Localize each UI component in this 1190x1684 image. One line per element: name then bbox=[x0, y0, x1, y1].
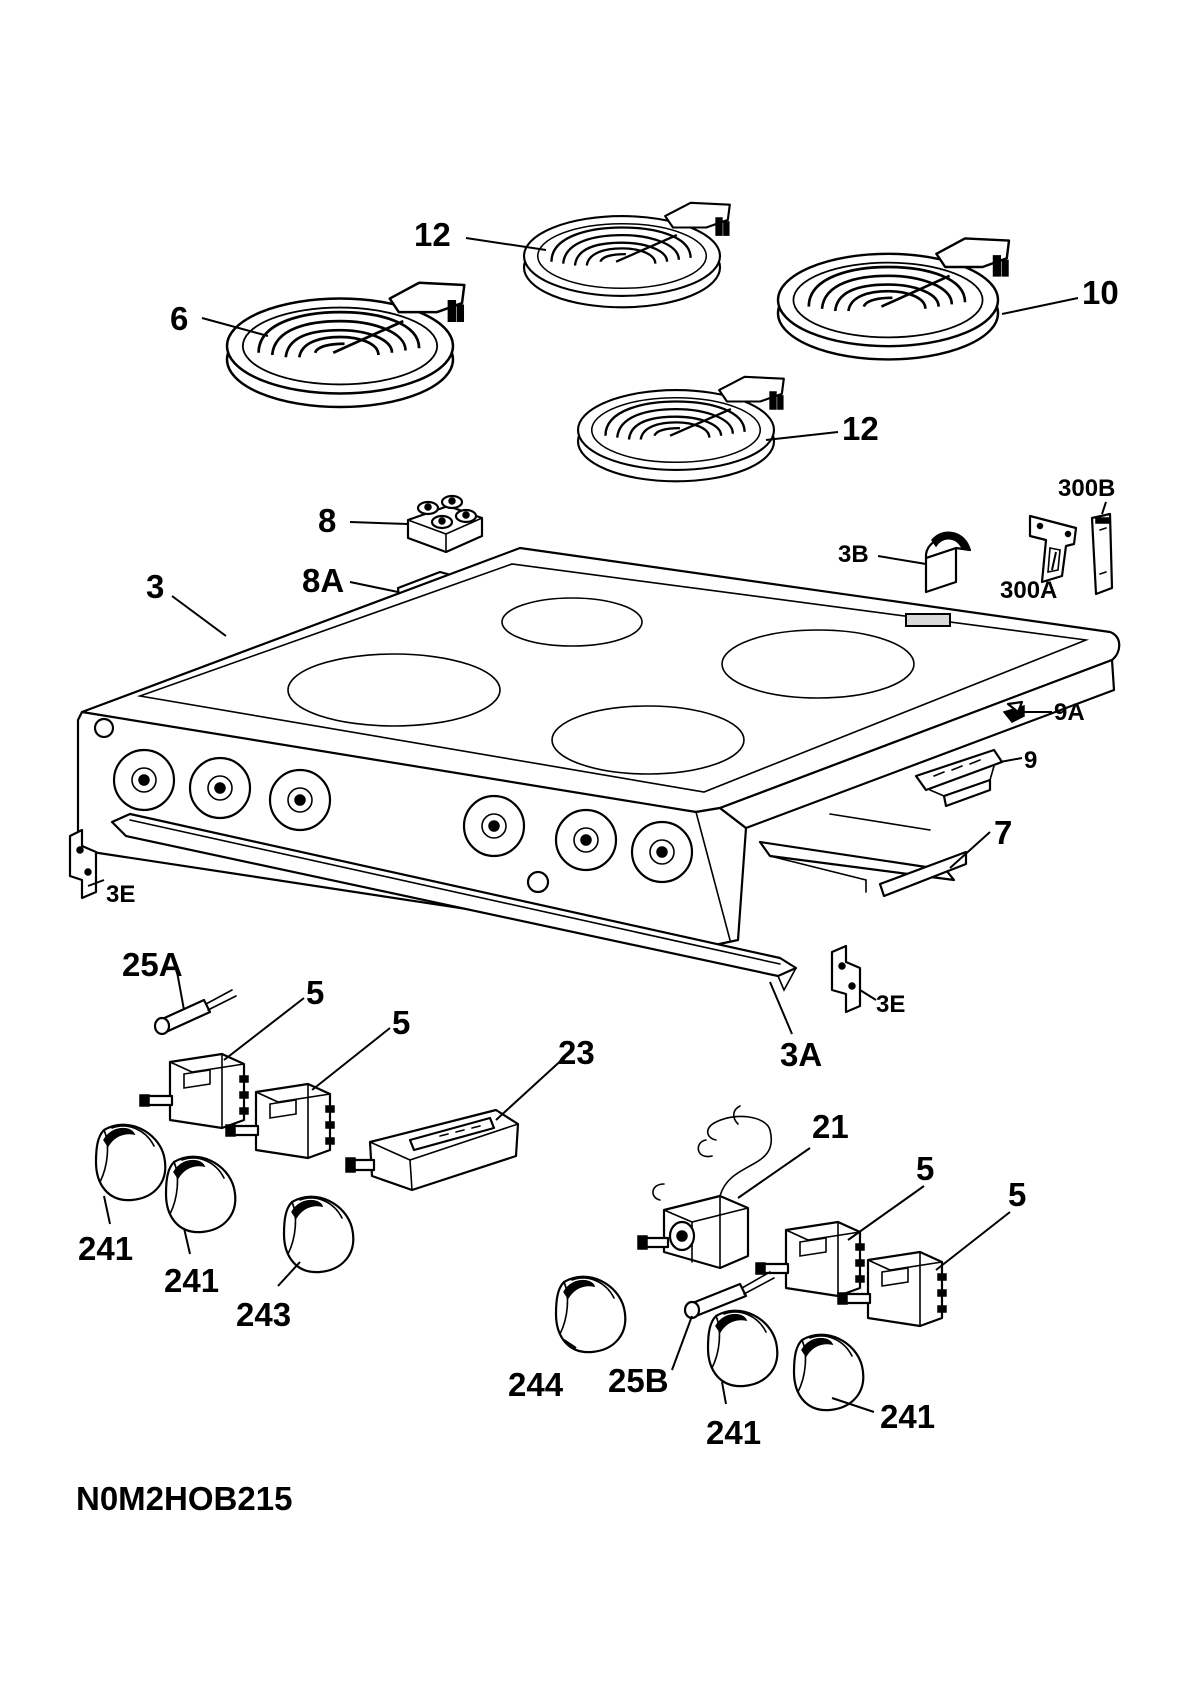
label-9: 9 bbox=[1024, 747, 1037, 774]
clip-9A bbox=[1002, 700, 1025, 723]
label-243: 243 bbox=[236, 1296, 291, 1333]
label-12-right: 12 bbox=[842, 410, 879, 447]
label-244: 244 bbox=[508, 1366, 564, 1403]
label-241-c: 241 bbox=[706, 1414, 761, 1451]
bracket-300A bbox=[1028, 514, 1078, 584]
bracket-9 bbox=[914, 748, 1004, 808]
label-23: 23 bbox=[558, 1034, 595, 1071]
knob-241-c bbox=[706, 1309, 779, 1388]
switch-5-a bbox=[138, 1052, 250, 1130]
small-burner-12-bottom bbox=[576, 375, 785, 483]
knob-241-b bbox=[164, 1155, 237, 1234]
leader-lines bbox=[87, 237, 1107, 1413]
plate-300B bbox=[1090, 512, 1114, 596]
label-3A: 3A bbox=[780, 1036, 822, 1073]
thermostat-23 bbox=[345, 1108, 520, 1192]
label-3B: 3B bbox=[838, 541, 869, 568]
knob-241-a bbox=[94, 1123, 167, 1202]
label-3: 3 bbox=[146, 568, 164, 605]
label-300B: 300B bbox=[1058, 475, 1115, 502]
label-5-a: 5 bbox=[306, 974, 324, 1011]
label-6: 6 bbox=[170, 300, 188, 337]
lamp-holder-3B bbox=[924, 531, 972, 594]
label-5-c: 5 bbox=[916, 1150, 934, 1187]
label-7: 7 bbox=[994, 814, 1012, 851]
indicator-lamp-25A bbox=[153, 989, 237, 1036]
label-241-a: 241 bbox=[78, 1230, 133, 1267]
small-burner-12-top bbox=[522, 201, 731, 309]
label-8A: 8A bbox=[302, 562, 344, 599]
label-21: 21 bbox=[812, 1108, 849, 1145]
knob-241-d bbox=[792, 1333, 865, 1412]
part-labels: 12 6 10 12 8 8A 3 3B 300B 300A 9A 9 7 3E… bbox=[76, 216, 1119, 1517]
terminal-block-8 bbox=[406, 494, 484, 554]
label-241-d: 241 bbox=[880, 1398, 935, 1435]
switch-5-c bbox=[754, 1220, 866, 1298]
large-burner-10 bbox=[776, 237, 1011, 361]
large-burner-6 bbox=[225, 281, 466, 409]
label-10: 10 bbox=[1082, 274, 1119, 311]
label-3E-left: 3E bbox=[106, 881, 135, 908]
cooktop-glass-top-3 bbox=[76, 546, 1121, 948]
label-12-top: 12 bbox=[414, 216, 451, 253]
knob-243 bbox=[282, 1195, 355, 1274]
label-9A: 9A bbox=[1054, 699, 1085, 726]
label-25A: 25A bbox=[122, 946, 183, 983]
rail-bracket-7 bbox=[758, 813, 968, 898]
label-300A: 300A bbox=[1000, 577, 1057, 604]
label-241-b: 241 bbox=[164, 1262, 219, 1299]
diagram-code: N0M2HOB215 bbox=[76, 1480, 292, 1517]
side-bracket-3E-right bbox=[830, 944, 862, 1014]
label-25B: 25B bbox=[608, 1362, 669, 1399]
trim-strip-3A bbox=[110, 812, 798, 992]
oven-control-21 bbox=[637, 1105, 773, 1270]
label-5-b: 5 bbox=[392, 1004, 410, 1041]
side-bracket-3E-left bbox=[68, 828, 98, 900]
label-8: 8 bbox=[318, 502, 336, 539]
label-5-d: 5 bbox=[1008, 1176, 1026, 1213]
control-panel-holes bbox=[93, 717, 694, 894]
label-3E-right: 3E bbox=[876, 991, 905, 1018]
